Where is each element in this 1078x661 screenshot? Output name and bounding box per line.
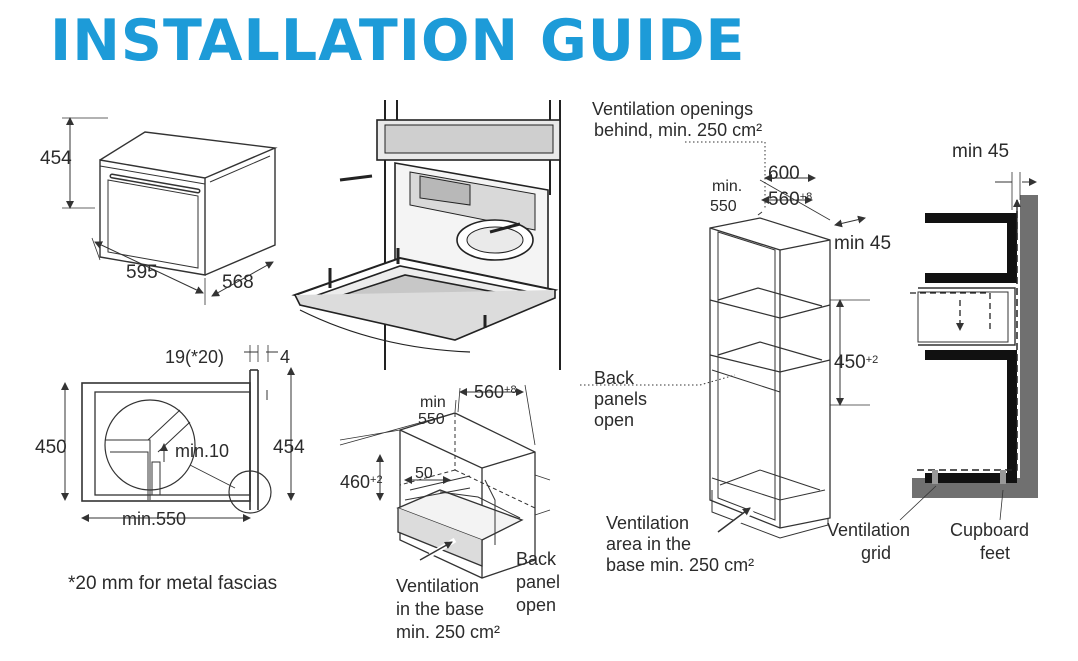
back-panels-label-line1: Back bbox=[594, 368, 635, 388]
cabinet-min-label: min bbox=[420, 394, 446, 411]
vent-base-label-line3: min. 250 cm² bbox=[396, 622, 501, 642]
vent-area-label-line3: base min. 250 cm² bbox=[606, 555, 755, 575]
vent-base-label-line1: Ventilation bbox=[396, 576, 480, 596]
vent-openings-label-line2: behind, min. 250 cm² bbox=[594, 120, 763, 140]
footnote: *20 mm for metal fascias bbox=[68, 573, 278, 594]
fascia-4-label: 4 bbox=[280, 347, 291, 367]
vent-grid-label-line2: grid bbox=[861, 543, 892, 563]
oven-depth-label: 568 bbox=[222, 272, 254, 293]
back-panels-label-line2: panels bbox=[594, 389, 648, 409]
fascia-section-drawing bbox=[61, 345, 295, 522]
vent-base-label-line2: in the base bbox=[396, 599, 485, 619]
base-cabinet-drawing bbox=[339, 384, 551, 579]
side-min550-label: min.550 bbox=[122, 509, 187, 529]
vent-area-label-line2: area in the bbox=[606, 534, 692, 554]
cupboard-feet-label-line1: Cupboard bbox=[950, 520, 1030, 540]
oven-cabinet-photo-drawing bbox=[291, 100, 561, 370]
tall-560-label: 560+8 bbox=[768, 189, 813, 210]
cabinet-50-label: 50 bbox=[415, 465, 433, 482]
cupboard-feet-label-line2: feet bbox=[980, 543, 1011, 563]
tall-cabinet-drawing bbox=[580, 141, 870, 539]
cabinet-560-label: 560+8 bbox=[474, 382, 517, 402]
oven-width-label: 595 bbox=[126, 262, 158, 283]
tall-min-label: min. bbox=[712, 178, 743, 195]
side-454-label: 454 bbox=[273, 437, 305, 458]
tall-min45-label: min 45 bbox=[834, 233, 892, 254]
back-panel-label-line2: panel bbox=[516, 572, 561, 592]
back-panel-label-line3: open bbox=[516, 595, 557, 615]
cabinet-460-label: 460+2 bbox=[340, 472, 383, 492]
vent-grid-label-line1: Ventilation bbox=[827, 520, 911, 540]
cabinet-550-label: 550 bbox=[418, 411, 445, 428]
side-450-label: 450 bbox=[35, 437, 67, 458]
back-panels-label-line3: open bbox=[594, 410, 635, 430]
tall-550-label: 550 bbox=[710, 198, 737, 215]
tall-600-label: 600 bbox=[768, 163, 800, 184]
ventilation-section-drawing bbox=[899, 172, 1038, 521]
side-min10-label: min.10 bbox=[175, 441, 230, 461]
vent-openings-label-line1: Ventilation openings bbox=[592, 99, 754, 119]
page-title: INSTALLATION GUIDE bbox=[50, 8, 746, 74]
oven-dimension-drawing bbox=[62, 117, 278, 305]
back-panel-label-line1: Back bbox=[516, 549, 557, 569]
section-min45-label: min 45 bbox=[952, 141, 1010, 162]
vent-area-label-line1: Ventilation bbox=[606, 513, 690, 533]
fascia-19-label: 19(*20) bbox=[165, 347, 225, 367]
tall-450-label: 450+2 bbox=[834, 352, 879, 373]
oven-height-label: 454 bbox=[40, 148, 72, 169]
